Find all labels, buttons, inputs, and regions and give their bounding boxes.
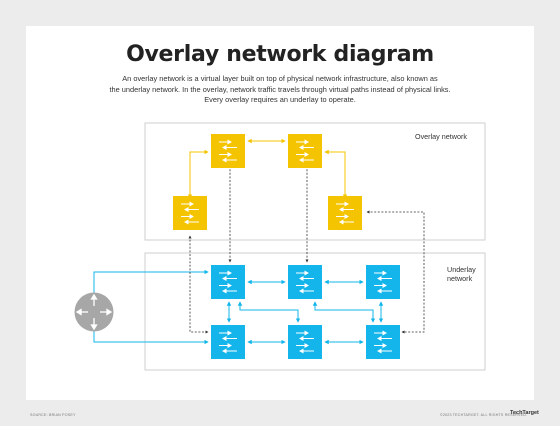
underlay-link <box>312 301 376 323</box>
switch-body <box>288 134 322 168</box>
overlay-region <box>144 122 486 241</box>
switch-body <box>366 325 400 359</box>
switch-arrows-icon <box>219 270 237 294</box>
underlay-link <box>93 324 209 345</box>
description-line-1: An overlay network is a virtual layer bu… <box>122 74 438 83</box>
overlay-network-label: Overlay network <box>415 132 467 141</box>
switch-body <box>288 265 322 299</box>
diagram-card <box>26 26 534 400</box>
overlay-switch <box>328 196 362 230</box>
brand-logo: TechTarget <box>510 410 539 416</box>
switch-arrows-icon <box>374 270 392 294</box>
underlay-link <box>93 269 209 300</box>
mapping-link <box>366 210 425 334</box>
underlay-network-label: Underlay network <box>447 265 476 283</box>
switch-body <box>288 325 322 359</box>
overlay-switch <box>211 134 245 168</box>
switch-arrows-icon <box>219 330 237 354</box>
mapping-links <box>188 161 425 334</box>
overlay-switch <box>288 134 322 168</box>
underlay-label-line-1: Underlay <box>447 265 476 274</box>
overlay-link <box>187 149 209 199</box>
copyright: ©2023 TECHTARGET. ALL RIGHTS RESERVED. <box>440 413 528 417</box>
page-title: Overlay network diagram <box>126 42 434 67</box>
underlay-label-line-2: network <box>447 274 473 283</box>
underlay-switch <box>366 265 400 299</box>
switch-body <box>328 196 362 230</box>
switch-arrows-icon <box>336 201 354 225</box>
underlay-switch <box>211 265 245 299</box>
switch-arrows-icon <box>374 330 392 354</box>
router <box>74 292 114 332</box>
switch-arrows-icon <box>296 270 314 294</box>
underlay-switch <box>211 325 245 359</box>
switch-arrows-icon <box>296 139 314 163</box>
switch-body <box>211 134 245 168</box>
underlay-switch <box>366 325 400 359</box>
overlay-switch <box>173 196 207 230</box>
underlay-link <box>237 301 301 323</box>
description-line-3: Every overlay requires an underlay to op… <box>204 95 356 104</box>
description-line-2: the underlay network. In the overlay, ne… <box>109 84 451 94</box>
underlay-region <box>144 252 486 371</box>
mapping-link <box>188 235 209 334</box>
switch-body <box>211 325 245 359</box>
underlay-switch <box>288 325 322 359</box>
switch-body <box>173 196 207 230</box>
underlay-switch <box>288 265 322 299</box>
switch-arrows-icon <box>219 139 237 163</box>
source-credit: SOURCE: BRIAN POSEY <box>30 413 76 417</box>
overlay-links <box>187 138 348 199</box>
switch-arrows-icon <box>181 201 199 225</box>
overlay-link <box>324 149 348 199</box>
description: An overlay network is a virtual layer bu… <box>70 74 490 106</box>
router-icon <box>74 292 114 332</box>
switch-body <box>211 265 245 299</box>
switch-arrows-icon <box>296 330 314 354</box>
router-arrows-icon <box>75 293 113 331</box>
switch-body <box>366 265 400 299</box>
